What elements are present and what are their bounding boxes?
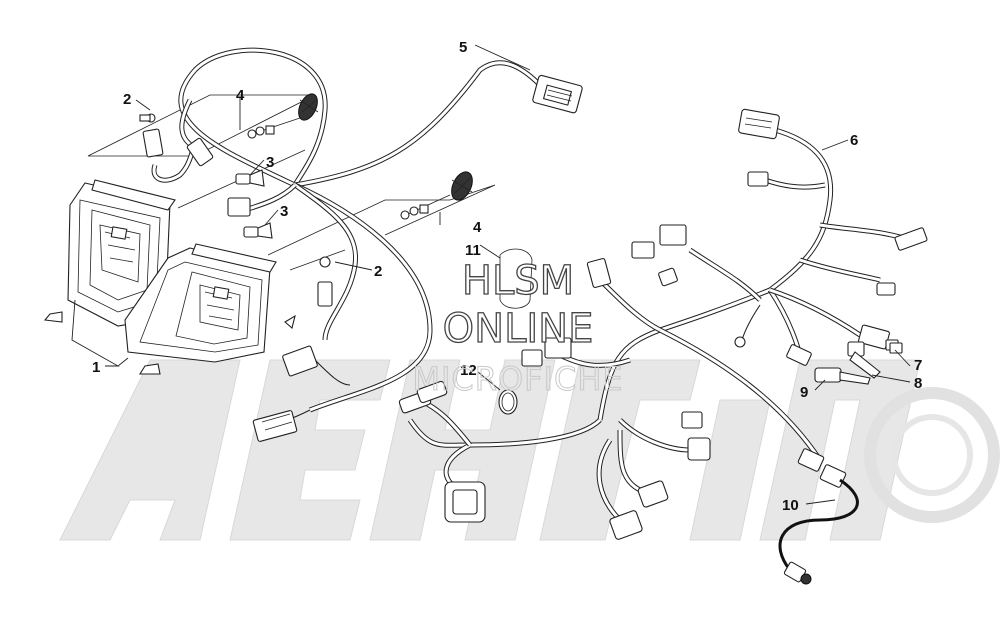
small-parts-7-8-9 — [814, 342, 903, 385]
watermark-line-3: MICROFICHE — [412, 360, 623, 398]
callout-3-upper: 3 — [266, 154, 274, 171]
extension-harness-part-10 — [778, 478, 859, 585]
callout-5: 5 — [459, 39, 467, 56]
callout-8: 8 — [914, 375, 922, 392]
headlight-right — [124, 243, 296, 375]
callout-labels: 1 2 2 3 3 4 4 5 6 7 8 9 10 11 12 — [92, 39, 922, 514]
main-harness-part-6 — [407, 127, 911, 522]
leader-lines — [71, 44, 911, 505]
callout-1: 1 — [92, 359, 100, 376]
callout-2-lower: 2 — [374, 263, 382, 280]
main-harness-connectors — [398, 108, 928, 540]
headlight-left — [43, 179, 176, 327]
callout-2-upper: 2 — [123, 91, 131, 108]
headlight-harness-connectors — [142, 128, 333, 442]
clamp-part-12 — [498, 389, 518, 415]
relay-part-11 — [499, 248, 533, 309]
callout-9: 9 — [800, 384, 808, 401]
main-connector-part-5 — [532, 74, 583, 114]
callout-12: 12 — [460, 362, 477, 379]
callout-6: 6 — [850, 132, 858, 149]
watermark-line-2: ONLINE — [443, 306, 594, 352]
callout-3-lower: 3 — [280, 203, 288, 220]
callout-4-lower: 4 — [473, 219, 482, 236]
watermark-line-1: HLSM — [462, 258, 574, 304]
callout-10: 10 — [782, 497, 799, 514]
adjuster-assembly-lower — [400, 171, 473, 220]
adjuster-assembly-upper — [247, 93, 319, 139]
headlight-bulbs — [139, 113, 331, 268]
text-watermark: HLSM ONLINE MICROFICHE — [412, 257, 623, 398]
callout-7: 7 — [914, 357, 922, 374]
callout-11: 11 — [465, 242, 481, 259]
callout-4-upper: 4 — [236, 87, 245, 104]
